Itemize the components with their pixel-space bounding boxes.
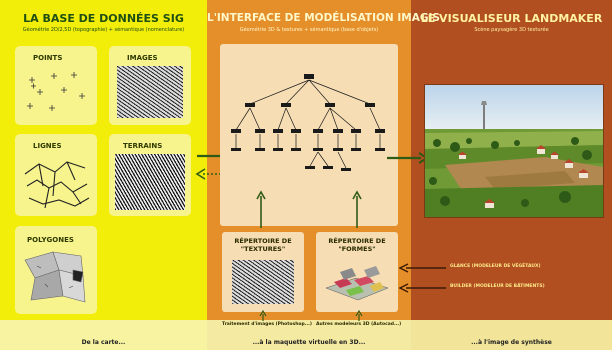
- arrow-builder-to-formes: [398, 283, 446, 293]
- building-shapes: [325, 266, 389, 301]
- lines-drawing: [24, 161, 90, 209]
- textures-repository-label: RÉPERTOIRE DE "TEXTURES": [234, 237, 292, 253]
- note-photoshop: Traitement d'images (Photoshop...): [222, 322, 312, 327]
- card-polygones: POLYGONES: [15, 226, 97, 314]
- arrow-formes-to-tree: [352, 190, 362, 228]
- footer-left-caption: De la carte...: [81, 339, 126, 346]
- sig-title: LA BASE DE DONNÉES SIG: [23, 12, 184, 25]
- card-images: IMAGES: [109, 46, 191, 125]
- card-terrains: TERRAINS: [109, 134, 191, 216]
- footer-band-middle: [207, 320, 411, 350]
- landscape-render: [424, 84, 604, 218]
- texture-tiles: [232, 260, 294, 304]
- footer-middle-caption: ...à la maquette virtuelle en 3D...: [252, 339, 366, 346]
- formes-repository-card: RÉPERTOIRE DE "FORMES": [316, 232, 398, 312]
- object-tree: [231, 74, 385, 171]
- arrow-textures-to-tree: [256, 190, 266, 228]
- note-autocad: Autres modeleurs 3D (Autocad...): [316, 322, 402, 327]
- object-tree-card: [220, 44, 398, 226]
- card-terrains-label: TERRAINS: [123, 142, 163, 150]
- card-points-label: POINTS: [33, 54, 63, 62]
- polygons-drawing: [24, 251, 86, 303]
- sig-subtitle: Géométrie 2D/2,5D (topographie) + sémant…: [22, 27, 185, 33]
- footer-right-caption: ...à l'image de synthèse: [471, 339, 552, 346]
- note-glance: GLANCE (MODELEUR DE VÉGÉTAUX): [450, 264, 541, 269]
- formes-repository-label: RÉPERTOIRE DE "FORMES": [328, 237, 386, 253]
- note-builder: BUILDER (MODELEUR DE BÂTIMENTS): [450, 284, 545, 289]
- card-lignes: LIGNES: [15, 134, 97, 216]
- imagis-title: L'INTERFACE DE MODÉLISATION IMAGIS: [207, 12, 440, 24]
- terrain-image: [115, 154, 185, 210]
- landscape-scene: [425, 85, 603, 217]
- aerial-image: [117, 66, 183, 118]
- arrow-autocad-up: [355, 309, 363, 321]
- textures-repository-card: RÉPERTOIRE DE "TEXTURES": [222, 232, 304, 312]
- arrow-photoshop-up: [259, 309, 267, 321]
- card-lignes-label: LIGNES: [33, 142, 62, 150]
- card-points: POINTS: [15, 46, 97, 125]
- points-symbols: [27, 72, 85, 111]
- card-images-label: IMAGES: [127, 54, 158, 62]
- landmaker-subtitle: Scène paysagère 3D texturée: [474, 27, 549, 33]
- landmaker-title: LE VISUALISEUR LANDMAKER: [420, 12, 603, 25]
- footer-band-right: [411, 320, 612, 350]
- arrow-glance-to-formes: [398, 263, 446, 273]
- imagis-subtitle: Géométrie 3D & textures + sémantique (ba…: [239, 27, 379, 33]
- card-polygones-label: POLYGONES: [27, 236, 74, 244]
